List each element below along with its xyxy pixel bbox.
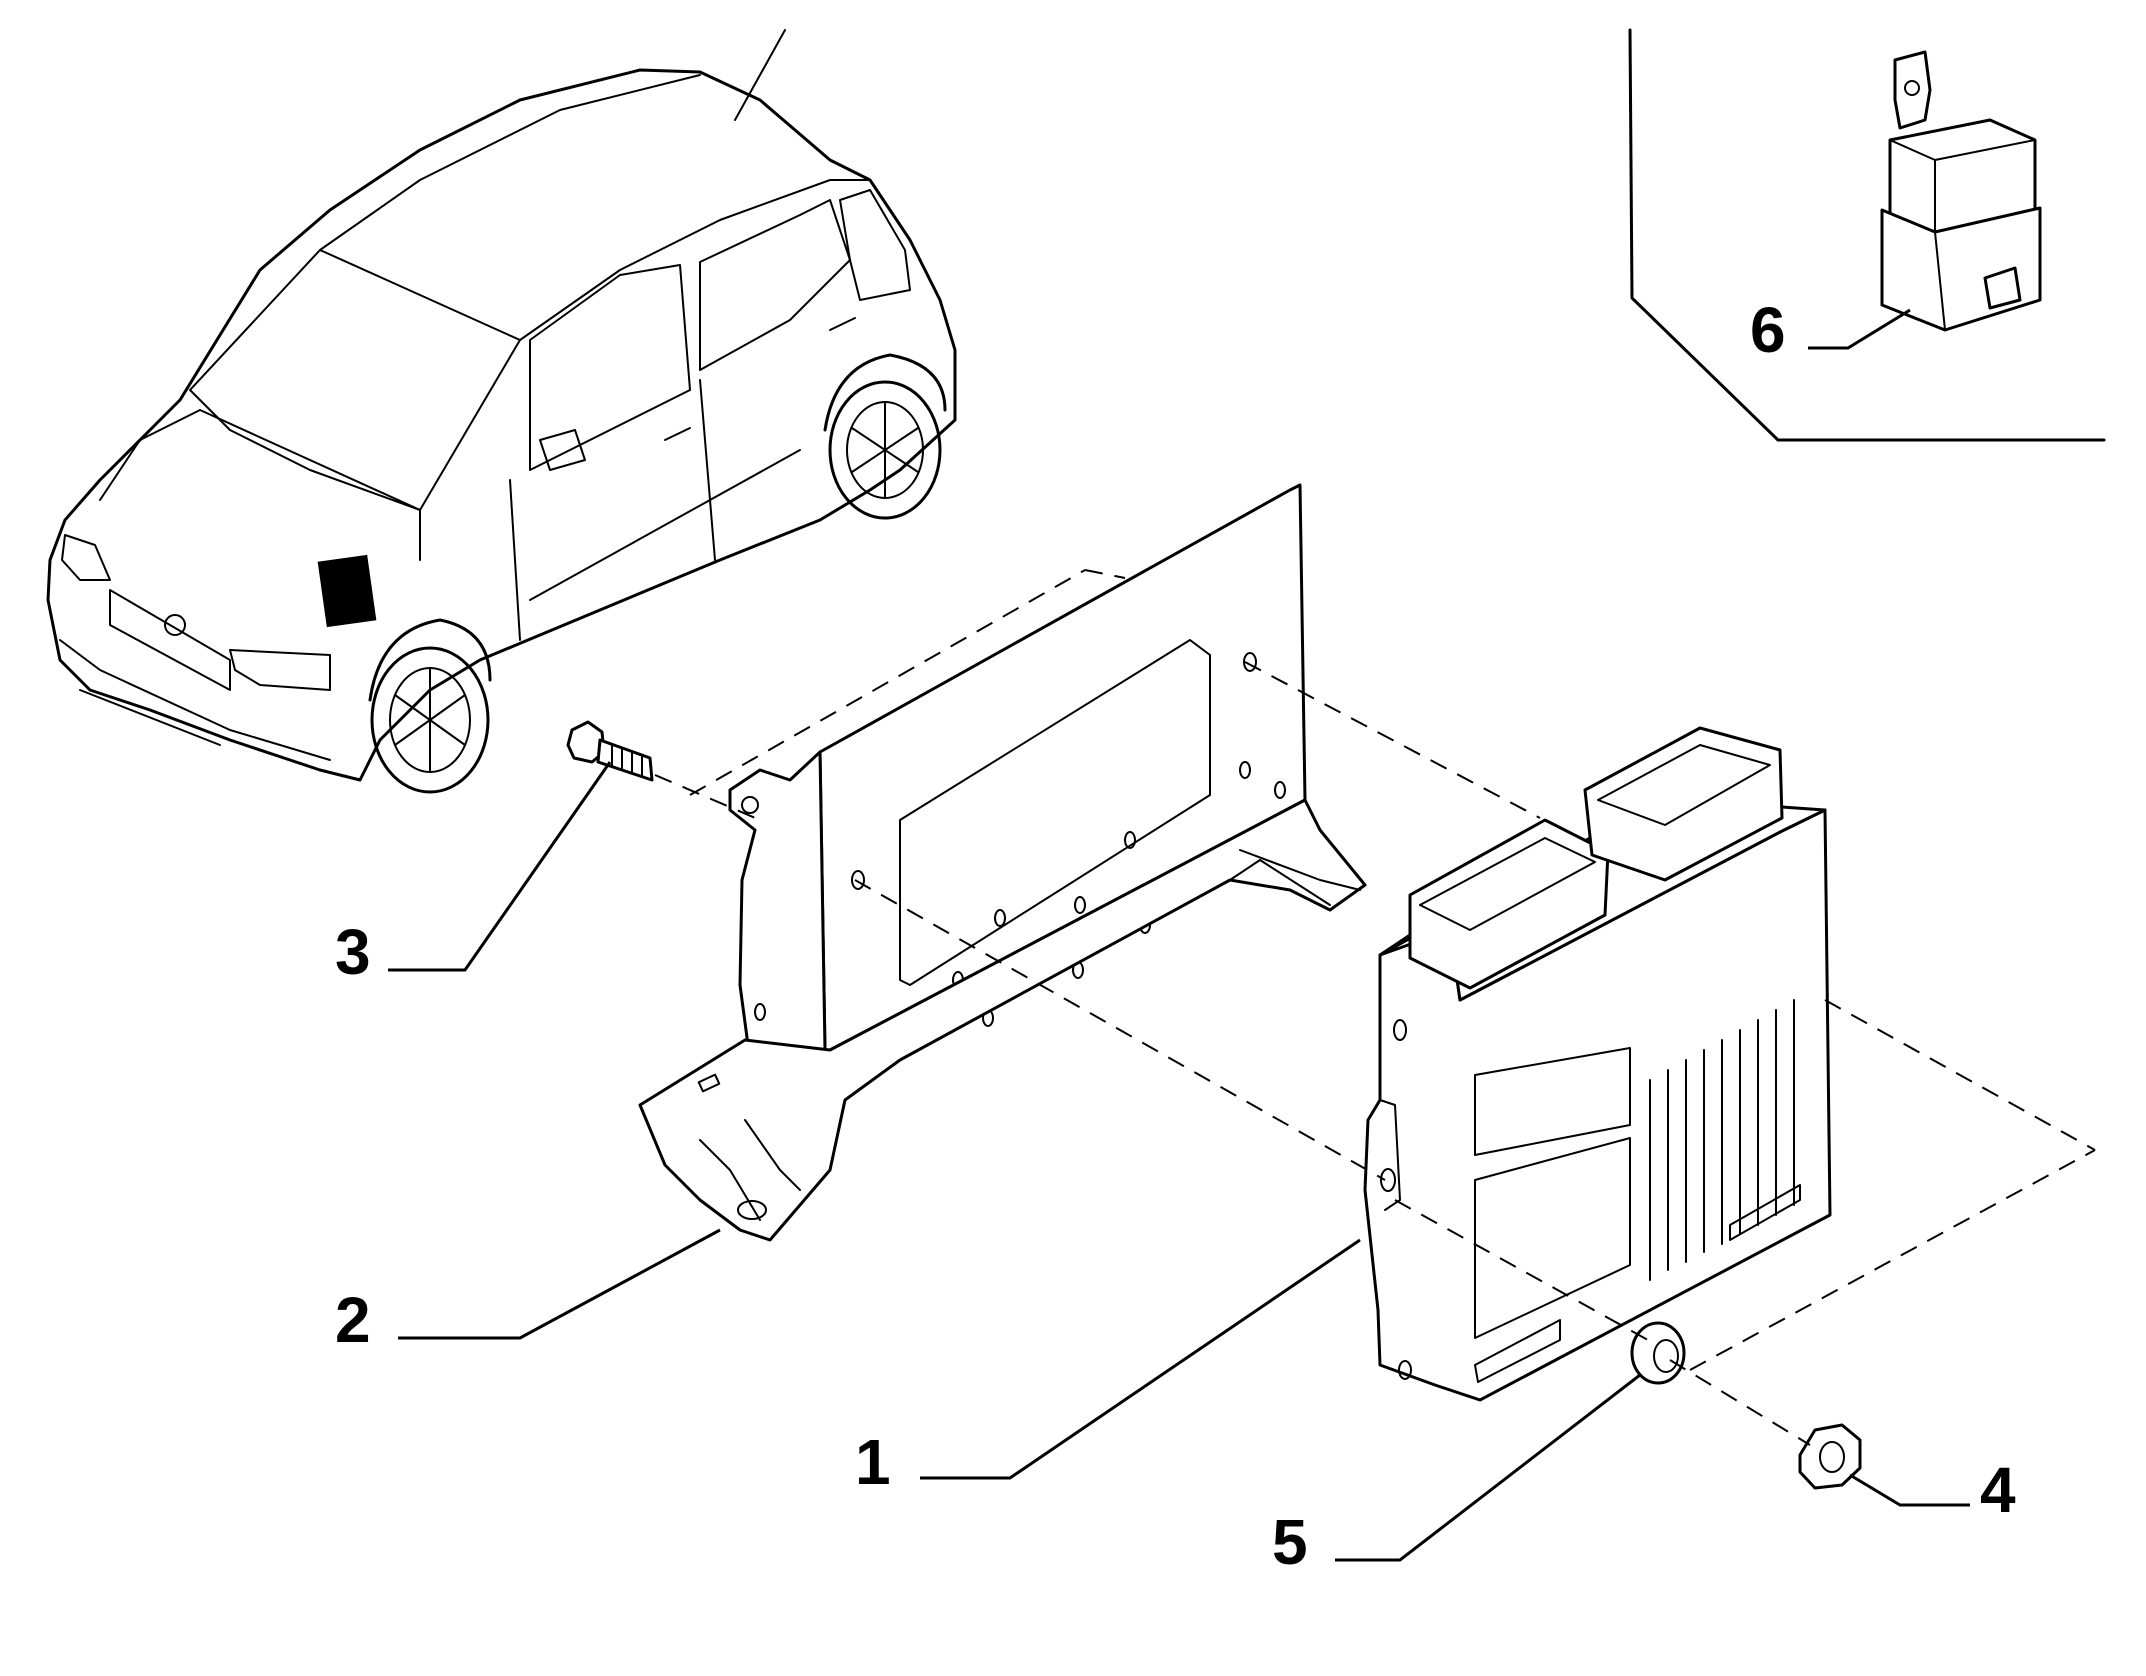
ecu-connector-right	[1583, 726, 1784, 882]
brand-logo	[164, 614, 186, 636]
grille	[109, 589, 231, 691]
leader-lines	[388, 308, 1970, 1562]
front-side-window	[529, 264, 691, 471]
rear-side-window	[699, 199, 851, 371]
vehicle-illustration	[46, 29, 957, 794]
roof-line	[319, 74, 871, 341]
callout-5: 5	[1272, 1506, 1308, 1578]
mounting-bracket	[638, 483, 1367, 1242]
ecu-connector-left	[1408, 818, 1610, 990]
ecu-location-marker	[317, 554, 377, 628]
assembly-lines	[654, 569, 2096, 1446]
leader-5	[1335, 1373, 1641, 1562]
antenna-leader	[734, 29, 786, 121]
door-seams	[509, 379, 801, 641]
relay	[1880, 50, 2042, 332]
leader-6	[1808, 308, 1911, 350]
leader-1	[920, 1238, 1361, 1480]
front-bumper	[59, 639, 331, 761]
bracket-emboss	[899, 639, 1211, 986]
callout-4: 4	[1980, 1454, 2016, 1526]
headlight-right	[229, 649, 331, 691]
ecu-label-panel-bottom	[1474, 1137, 1631, 1339]
callout-1: 1	[855, 1426, 891, 1498]
quarter-window	[839, 189, 911, 301]
callout-3: 3	[335, 916, 371, 988]
leader-3	[388, 761, 612, 972]
bracket-left-flange	[728, 750, 827, 1052]
nut	[1798, 1423, 1862, 1490]
bolt	[566, 720, 654, 782]
rear-wheel	[823, 353, 947, 520]
hood-line	[99, 409, 421, 561]
callout-2: 2	[335, 1284, 371, 1356]
leader-2	[398, 1228, 721, 1340]
leader-4	[1849, 1473, 1970, 1507]
washer	[1630, 1321, 1686, 1385]
callout-6: 6	[1750, 294, 1786, 366]
door-handle-rear	[829, 317, 856, 331]
base-hole	[737, 1200, 767, 1220]
ecu-mount-tab-left	[1379, 1099, 1401, 1211]
windshield	[189, 249, 521, 511]
front-wheel	[368, 618, 492, 794]
side-mirror	[539, 429, 586, 471]
headlight-left	[61, 534, 111, 581]
ecu-unit	[1363, 726, 1832, 1402]
relay-inset	[1628, 28, 2106, 442]
inset-frame	[1628, 28, 2106, 442]
ecu-label-panel-top	[1474, 1047, 1631, 1156]
callout-labels: 3 2 1 5 4 6	[335, 294, 2016, 1578]
car-body-outline	[46, 68, 957, 782]
door-handle-front	[664, 427, 691, 441]
ecu-cooling-fins	[1649, 999, 1801, 1281]
